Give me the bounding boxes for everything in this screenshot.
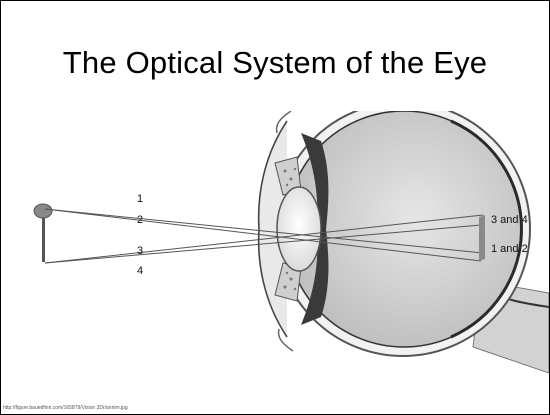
eye-cross-section-diagram: 1 2 3 4 3 and 4 1 and 2 [1, 111, 549, 414]
ray-label-3: 3 [137, 245, 143, 257]
crystalline-lens [277, 187, 321, 271]
ray-label-2: 2 [137, 214, 143, 226]
ray-label-4: 4 [137, 265, 143, 277]
source-url: http://figure.bauedfinn.com/165879/Visio… [3, 405, 128, 411]
image-label-3-and-4: 3 and 4 [491, 214, 528, 226]
slide-title: The Optical System of the Eye [1, 45, 549, 81]
object-tree-crown [34, 204, 52, 218]
image-label-1-and-2: 1 and 2 [491, 243, 528, 255]
ray-label-1: 1 [137, 193, 143, 205]
eye-optics-figure: 1 2 3 4 3 and 4 1 and 2 [1, 111, 549, 414]
retinal-image [479, 215, 485, 261]
object-tree-trunk [42, 212, 45, 262]
